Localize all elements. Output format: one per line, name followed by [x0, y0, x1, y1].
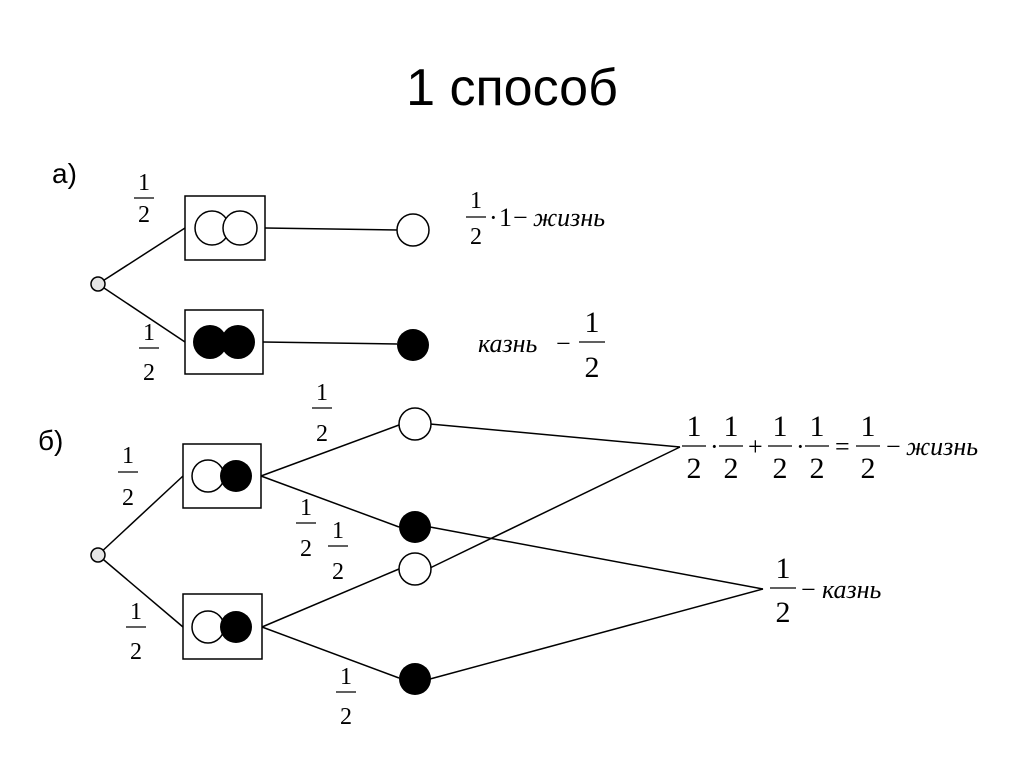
word-life: жизнь — [906, 432, 978, 461]
minus: − — [886, 432, 901, 461]
fraction-denominator: 2 — [776, 596, 791, 629]
fraction-denominator: 2 — [300, 536, 312, 562]
fraction-numerator: 1 — [861, 410, 876, 443]
fraction-denominator: 2 — [332, 559, 344, 585]
fraction-denominator: 2 — [340, 704, 352, 730]
tree-a: 1 2 1 2 1 2 · 1 − жизнь казнь − 1 2 — [90, 170, 605, 386]
fraction-denominator: 2 — [687, 452, 702, 485]
fraction-numerator: 1 — [810, 410, 825, 443]
cdot: · — [710, 432, 719, 461]
outcome-white-ball-b1 — [398, 407, 432, 441]
minus: − — [801, 575, 816, 604]
fraction-denominator: 2 — [122, 485, 134, 511]
edge-b-lower-to-white — [261, 568, 400, 628]
fraction-numerator: 1 — [332, 518, 344, 544]
fraction-numerator: 1 — [776, 552, 791, 585]
fraction-denominator: 2 — [138, 202, 150, 228]
part-b-label: б) — [38, 425, 64, 456]
edge-b-upper-to-black — [260, 475, 400, 528]
prob-label-b-root-lower: 1 2 — [126, 599, 146, 665]
fraction-numerator: 1 — [300, 495, 312, 521]
fraction-numerator: 1 — [585, 306, 600, 339]
word-life: жизнь — [533, 203, 605, 232]
outcome-black-ball-b2 — [399, 663, 431, 695]
prob-label-b-upper-black: 1 2 — [296, 495, 316, 562]
prob-label-a-lower: 1 2 — [139, 320, 159, 386]
fraction-numerator: 1 — [470, 188, 482, 214]
outcome-white-ball-a — [396, 213, 430, 247]
edge-b-root-lower — [97, 554, 184, 628]
fraction-numerator: 1 — [773, 410, 788, 443]
edge-white1-to-life — [429, 423, 681, 448]
formula-a-death: казнь − 1 2 — [478, 306, 605, 384]
fraction-numerator: 1 — [143, 320, 155, 346]
formula-a-life: 1 2 · 1 − жизнь — [466, 188, 605, 250]
edge-b-root-upper — [97, 475, 184, 556]
white-ball — [222, 210, 258, 246]
edge-black1-to-death — [429, 526, 764, 590]
edge-b-lower-to-black — [261, 626, 400, 679]
prob-label-b-root-upper: 1 2 — [118, 443, 138, 511]
fraction-numerator: 1 — [130, 599, 142, 625]
outcome-black-ball-a — [397, 329, 429, 361]
tree-b: 1 2 1 2 1 2 1 2 1 2 1 2 — [90, 380, 978, 730]
edge-a-root-lower — [97, 283, 186, 343]
fraction-denominator: 2 — [143, 360, 155, 386]
formula-b-death: 1 2 − казнь — [770, 552, 882, 629]
black-ball — [220, 611, 252, 643]
fraction-denominator: 2 — [470, 224, 482, 250]
fraction-numerator: 1 — [724, 410, 739, 443]
edge-a-root-upper — [97, 227, 186, 285]
one: 1 — [499, 203, 512, 232]
fraction-denominator: 2 — [316, 421, 328, 447]
white-ball — [191, 459, 225, 493]
word-death: казнь — [822, 575, 882, 604]
slide-title: 1 способ — [406, 59, 618, 117]
edge-black2-to-death — [429, 588, 764, 680]
word-death: казнь — [478, 329, 538, 358]
equals: = — [835, 432, 850, 461]
outcome-black-ball-b1 — [399, 511, 431, 543]
minus: − — [513, 203, 528, 232]
fraction-numerator: 1 — [340, 664, 352, 690]
edge-white2-to-life — [429, 446, 681, 569]
fraction-denominator: 2 — [810, 452, 825, 485]
prob-label-b-lower-white: 1 2 — [328, 518, 348, 585]
root-node-b — [90, 547, 106, 563]
edge-a-lower-outcome — [262, 341, 398, 345]
prob-label-a-upper: 1 2 — [134, 170, 154, 228]
formula-b-life: 1 2 · 1 2 + 1 2 · 1 2 = 1 2 − жизнь — [682, 410, 978, 485]
cdot: · — [489, 203, 498, 232]
fraction-numerator: 1 — [316, 380, 328, 406]
fraction-denominator: 2 — [773, 452, 788, 485]
prob-label-b-lower-black: 1 2 — [336, 664, 356, 730]
prob-label-b-upper-white: 1 2 — [312, 380, 332, 447]
white-ball — [191, 610, 225, 644]
edge-a-upper-outcome — [264, 227, 398, 231]
fraction-numerator: 1 — [687, 410, 702, 443]
fraction-denominator: 2 — [861, 452, 876, 485]
plus: + — [748, 432, 763, 461]
fraction-numerator: 1 — [138, 170, 150, 196]
outcome-white-ball-b2 — [398, 552, 432, 586]
fraction-denominator: 2 — [724, 452, 739, 485]
root-node-a — [90, 276, 106, 292]
part-a-label: а) — [52, 158, 77, 189]
black-ball — [220, 460, 252, 492]
fraction-denominator: 2 — [130, 639, 142, 665]
cdot: · — [796, 432, 805, 461]
fraction-denominator: 2 — [585, 351, 600, 384]
minus: − — [556, 329, 571, 358]
black-ball — [193, 325, 227, 359]
fraction-numerator: 1 — [122, 443, 134, 469]
edge-b-upper-to-white — [260, 424, 400, 477]
black-ball — [221, 325, 255, 359]
